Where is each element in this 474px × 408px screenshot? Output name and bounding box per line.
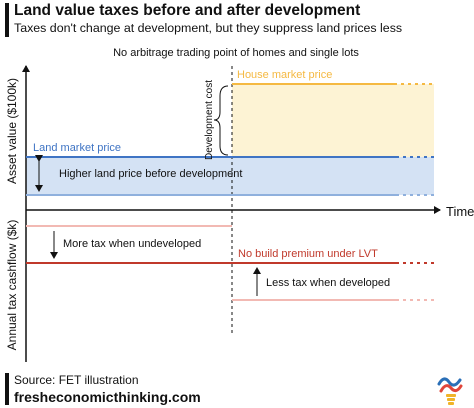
y-axis-upper-label: Asset value ($100k) (5, 78, 19, 184)
more-tax-label: More tax when undeveloped (63, 238, 201, 250)
page-subtitle: Taxes don't change at development, but t… (14, 21, 403, 35)
page-title: Land value taxes before and after develo… (14, 2, 361, 19)
x-axis-label: Time (446, 204, 474, 219)
land-price-label: Land market price (33, 142, 121, 154)
diagram-canvas: No arbitrage trading point of homes and … (5, 47, 474, 362)
no-build-premium-label: No build premium under LVT (238, 248, 378, 260)
development-cost-label: Development cost (204, 80, 215, 160)
land-price-gap-region (26, 157, 434, 195)
y-axis-lower-label: Annual tax cashflow ($k) (5, 220, 19, 351)
site-name: fresheconomicthinking.com (14, 389, 201, 405)
higher-land-price-label: Higher land price before development (59, 168, 242, 180)
source-note: Source: FET illustration (14, 373, 139, 387)
house-price-region (232, 84, 434, 157)
top-note: No arbitrage trading point of homes and … (113, 47, 359, 59)
less-tax-label: Less tax when developed (266, 277, 390, 289)
footer-accent-bar (5, 373, 9, 405)
title-accent-bar (5, 3, 9, 37)
lightbulb-logo-icon (437, 377, 463, 405)
development-cost-brace (213, 85, 229, 156)
house-price-label: House market price (237, 69, 332, 81)
